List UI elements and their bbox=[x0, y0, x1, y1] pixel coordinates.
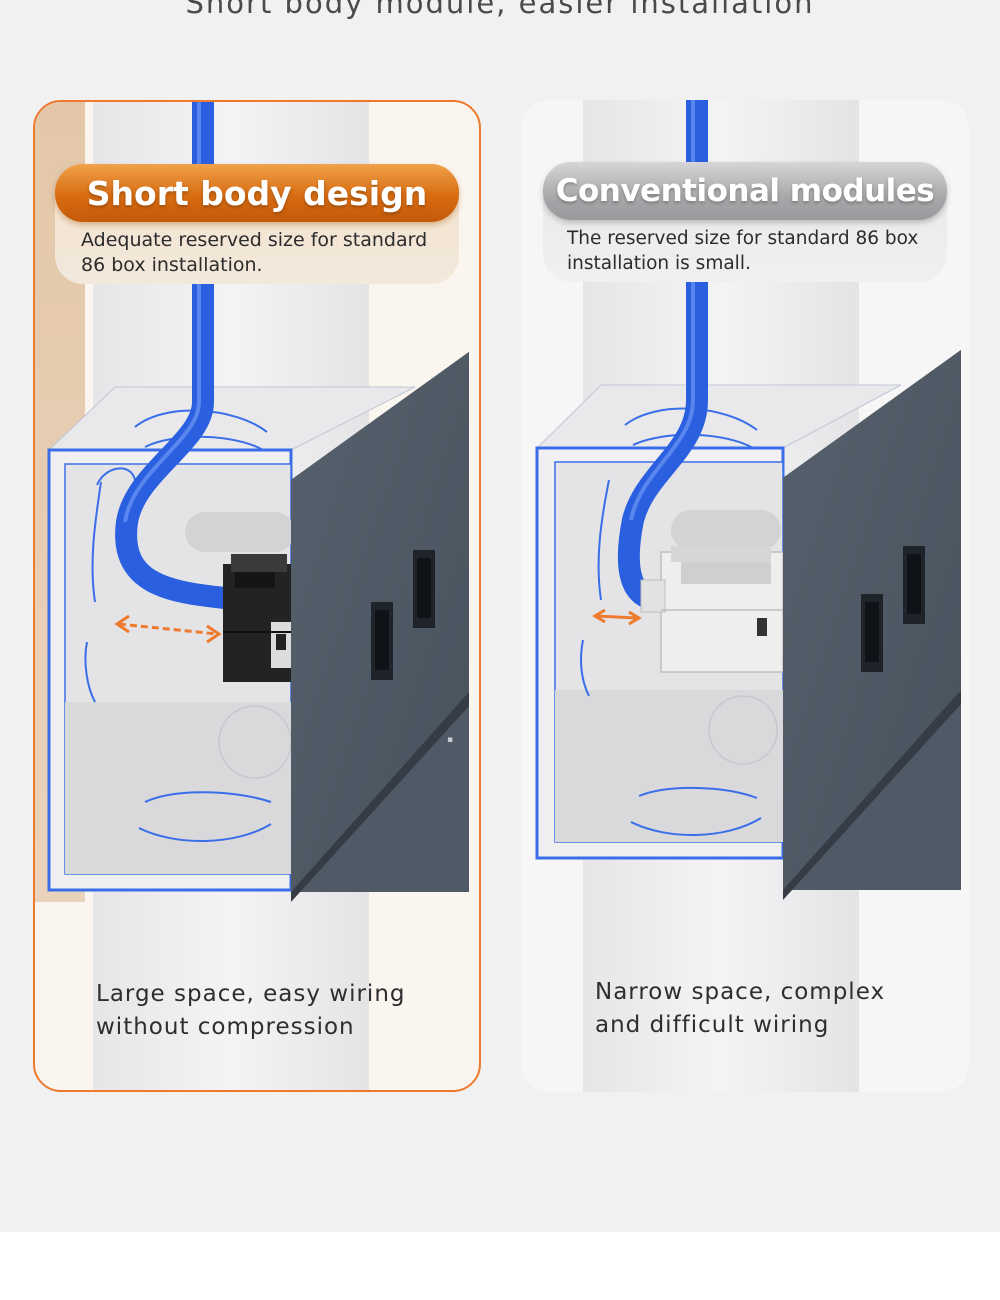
caption-line: Large space, easy wiring bbox=[96, 981, 406, 1007]
conventional-card: Conventional modules The reserved size f… bbox=[521, 100, 969, 1092]
short-body-badge: Short body design Adequate reserved size… bbox=[55, 164, 459, 284]
caption-line: without compression bbox=[96, 1014, 355, 1040]
wall-plate bbox=[783, 350, 961, 900]
badge-title: Conventional modules bbox=[555, 173, 935, 209]
svg-text:▪: ▪ bbox=[447, 735, 453, 745]
caption-line: Narrow space, complex bbox=[595, 979, 886, 1005]
conventional-badge-pill: Conventional modules bbox=[543, 162, 947, 220]
caption-line: and difficult wiring bbox=[595, 1012, 830, 1038]
page-headline: Short body module, easier installation bbox=[185, 0, 815, 20]
wall-plate: ▪ bbox=[291, 352, 469, 902]
network-cable bbox=[617, 100, 708, 611]
badge-description: The reserved size for standard 86 box in… bbox=[567, 226, 937, 276]
conventional-illustration bbox=[535, 100, 961, 900]
short-module bbox=[223, 554, 291, 682]
short-body-illustration: ▪ bbox=[47, 102, 469, 902]
double-arrow-icon bbox=[114, 614, 222, 644]
badge-description-line: The reserved size for standard 86 box bbox=[567, 228, 919, 249]
badge-description-line: 86 box installation. bbox=[81, 254, 263, 276]
conventional-caption: Narrow space, complex and difficult wiri… bbox=[595, 976, 885, 1042]
short-body-card: ▪ Short body design Adequate reserved si… bbox=[33, 100, 481, 1092]
short-body-badge-pill: Short body design bbox=[55, 164, 459, 222]
conventional-module bbox=[640, 546, 784, 673]
conventional-badge: Conventional modules The reserved size f… bbox=[543, 162, 947, 282]
badge-description: Adequate reserved size for standard 86 b… bbox=[81, 228, 451, 278]
double-arrow-icon bbox=[592, 608, 642, 626]
badge-description-line: Adequate reserved size for standard bbox=[81, 229, 428, 251]
short-body-caption: Large space, easy wiring without compres… bbox=[96, 978, 406, 1044]
badge-title: Short body design bbox=[86, 173, 428, 213]
badge-description-line: installation is small. bbox=[567, 253, 751, 274]
